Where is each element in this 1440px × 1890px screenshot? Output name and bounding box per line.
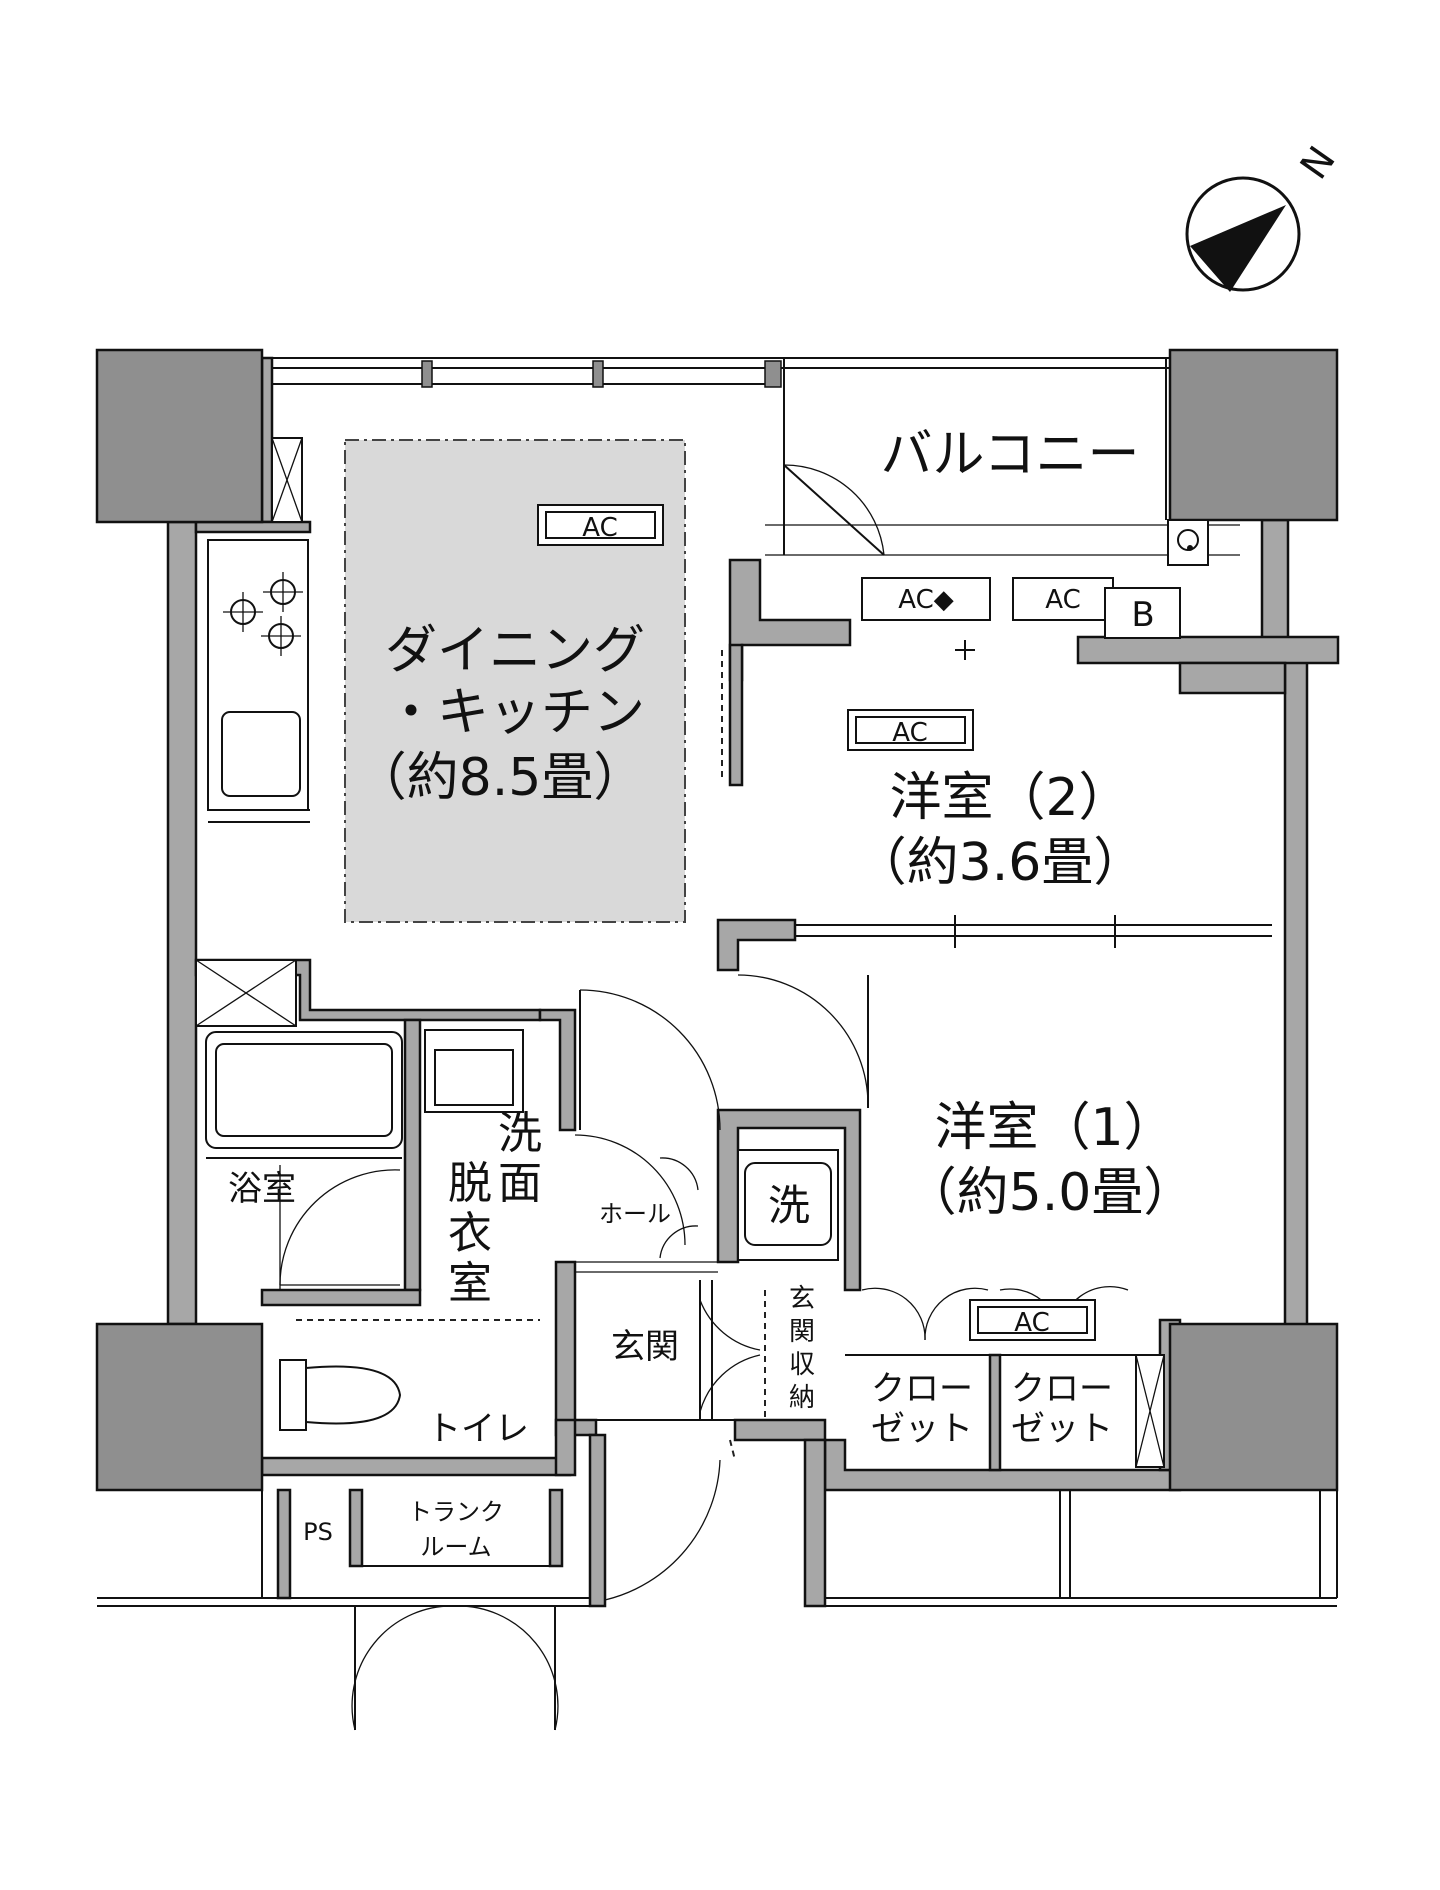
duct-left xyxy=(195,959,297,1027)
ac-unit-outdoor-1: AC◆ xyxy=(861,577,991,621)
ac-outdoor-label: AC◆ xyxy=(898,585,953,615)
ac-outdoor-label: AC xyxy=(1045,585,1080,615)
ac-unit-dining: AC xyxy=(537,504,664,546)
washing-machine xyxy=(737,1149,839,1261)
label-entrance: 玄関 xyxy=(611,1327,679,1367)
label-closet-left: クロー ゼット xyxy=(871,1369,973,1449)
pillar-bottom-right xyxy=(1168,1322,1339,1492)
label-toilet: トイレ xyxy=(427,1409,529,1449)
svg-text:洋室（1）: 洋室（1） xyxy=(934,1098,1175,1158)
svg-text:ゼット: ゼット xyxy=(1011,1409,1113,1449)
closet-door-swing xyxy=(861,1287,926,1341)
svg-text:ゼット: ゼット xyxy=(871,1409,973,1449)
label-washer: 洗 xyxy=(768,1181,810,1230)
svg-text:面: 面 xyxy=(498,1158,542,1209)
svg-text:ダイニング: ダイニング xyxy=(385,621,645,681)
bath-door-swing xyxy=(279,1169,401,1286)
faucet-icon xyxy=(1167,519,1209,566)
ac-unit-outdoor-2: AC xyxy=(1012,577,1114,621)
compass-north-label: N xyxy=(1292,138,1344,187)
boiler-unit: B xyxy=(1104,587,1181,639)
room2-door-swing xyxy=(737,974,869,1106)
label-washroom: 洗 面 脱 衣 室 xyxy=(448,1108,542,1309)
svg-text:トランク: トランク xyxy=(408,1498,504,1526)
room1-door-swing xyxy=(579,989,721,1131)
front-door-swing xyxy=(604,1459,721,1601)
dining-floor-area xyxy=(344,439,686,923)
balcony-rail xyxy=(265,357,1240,556)
svg-text:脱: 脱 xyxy=(448,1158,492,1209)
svg-text:納: 納 xyxy=(789,1383,815,1413)
label-bathroom: 浴室 xyxy=(228,1169,296,1209)
svg-text:関: 関 xyxy=(789,1317,815,1347)
stove-burner-icon xyxy=(223,572,303,656)
svg-text:玄: 玄 xyxy=(789,1284,815,1314)
sink-icon xyxy=(221,711,301,797)
svg-text:（約5.0畳）: （約5.0畳） xyxy=(905,1163,1196,1223)
label-closet-right: クロー ゼット xyxy=(1011,1369,1113,1449)
compass: N xyxy=(1185,138,1344,292)
trunk-room-door-swing xyxy=(351,1605,456,1731)
walls xyxy=(166,356,1340,1608)
boiler-label: B xyxy=(1131,595,1154,635)
toilet-bowl xyxy=(279,1359,402,1431)
svg-text:洗: 洗 xyxy=(498,1108,542,1159)
washroom-door-swing xyxy=(574,1134,686,1246)
label-western-room-1: 洋室（1） （約5.0畳） xyxy=(905,1098,1196,1223)
label-hall: ホール xyxy=(599,1200,671,1228)
ac-label: AC xyxy=(1014,1308,1049,1338)
pillar-top-left xyxy=(95,348,264,524)
wash-basin xyxy=(424,1029,524,1113)
label-entrance-storage: 玄 関 収 納 xyxy=(789,1284,815,1413)
label-trunk-room: トランク ルーム xyxy=(408,1498,504,1561)
ac-label: AC xyxy=(892,718,927,748)
entrance-storage-door-swing xyxy=(699,1299,761,1351)
ac-unit-room1: AC xyxy=(969,1299,1096,1341)
label-balcony: バルコニー xyxy=(881,425,1140,485)
duct-top-left xyxy=(271,437,303,523)
svg-text:クロー: クロー xyxy=(871,1369,973,1409)
svg-text:収: 収 xyxy=(789,1350,815,1380)
bathtub xyxy=(205,1031,403,1149)
svg-text:ルーム: ルーム xyxy=(420,1533,491,1561)
svg-text:室: 室 xyxy=(448,1258,492,1309)
duct-bottom-right xyxy=(1135,1354,1165,1468)
pillars xyxy=(95,348,1339,1492)
north-arrow-icon xyxy=(1190,205,1286,292)
ac-unit-room2: AC xyxy=(847,709,974,751)
svg-text:・キッチン: ・キッチン xyxy=(385,683,645,743)
pillar-bottom-left xyxy=(95,1322,264,1492)
svg-text:洋室（2）: 洋室（2） xyxy=(889,768,1130,828)
svg-text:（約3.6畳）: （約3.6畳） xyxy=(855,833,1146,893)
label-western-room-2: 洋室（2） （約3.6畳） xyxy=(855,768,1146,893)
svg-text:衣: 衣 xyxy=(448,1208,492,1259)
label-dining-kitchen: ダイニング ・キッチン （約8.5畳） xyxy=(355,621,646,808)
balcony-door-swing xyxy=(783,464,885,556)
ac-label: AC xyxy=(582,513,617,543)
pillar-top-right xyxy=(1168,348,1339,522)
label-pipe-space: PS xyxy=(303,1518,333,1546)
svg-text:（約8.5畳）: （約8.5畳） xyxy=(355,748,646,808)
kitchen-counter xyxy=(207,539,310,823)
svg-text:クロー: クロー xyxy=(1011,1369,1113,1409)
